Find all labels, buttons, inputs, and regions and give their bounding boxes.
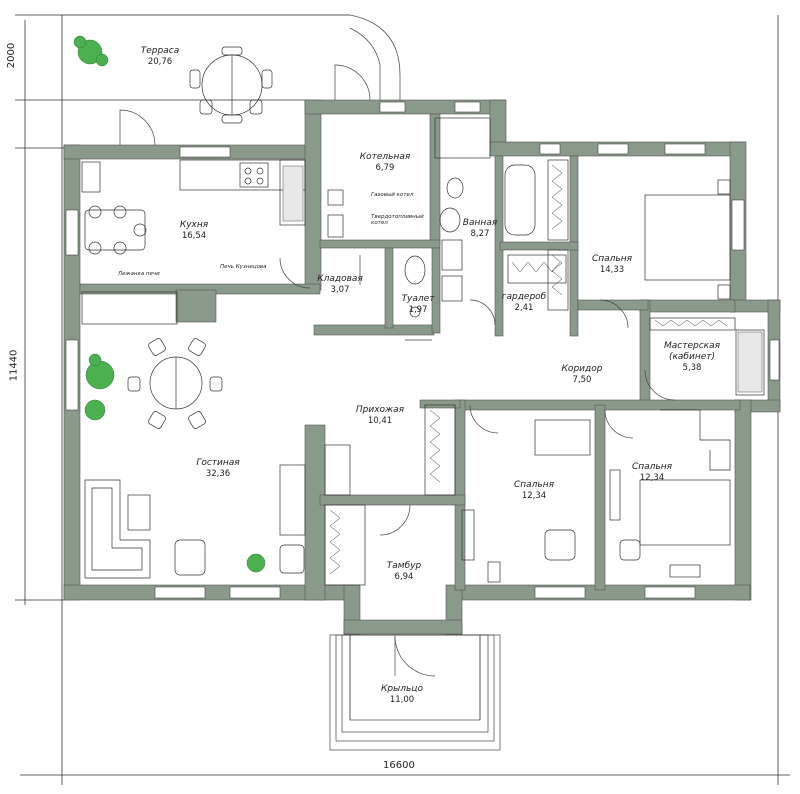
room-name: Кладовая [317, 274, 363, 284]
room-name: Крыльцо [381, 684, 423, 694]
room-area: 12,34 [639, 472, 665, 483]
room-name: гардероб [501, 292, 547, 302]
room-corridor: Коридор 7,50 [562, 364, 603, 385]
room-name: Гостиная [196, 458, 240, 468]
room-area: 5,38 [682, 362, 702, 373]
room-area: 12,34 [521, 490, 547, 501]
room-name: Терраса [140, 46, 180, 56]
room-name: Котельная [359, 152, 411, 162]
room-bedroom-3: Спальня 12,34 [632, 462, 672, 483]
room-kitchen: Кухня 16,54 [180, 220, 208, 241]
room-area: 7,50 [572, 374, 592, 385]
porch-steps [329, 634, 501, 751]
room-toilet: Туалет 1,97 [402, 294, 435, 315]
room-area: 16,54 [181, 230, 207, 241]
overall-depth-dimension: 11440 [8, 349, 20, 382]
room-name: Спальня [591, 254, 633, 264]
room-living: Гостиная 32,36 [196, 458, 239, 479]
room-name: Спальня [631, 462, 673, 472]
room-name: Кухня [179, 220, 209, 230]
room-area: 6,79 [375, 162, 395, 173]
terrace-depth-dimension: 2000 [6, 42, 18, 69]
room-workshop: Мастерская (кабинет) 5,38 [652, 341, 732, 373]
plants [73, 35, 266, 573]
room-terrace: Терраса 20,76 [141, 46, 179, 67]
room-name: Ванная [462, 218, 498, 228]
room-boiler: Котельная 6,79 [360, 152, 411, 173]
stone-blocks [282, 165, 763, 393]
room-area: 8,27 [470, 228, 490, 239]
room-vestibule: Тамбур 6,94 [387, 561, 421, 582]
note-stove: Печь Кузнецова [220, 264, 267, 270]
room-area: 32,36 [205, 468, 231, 479]
room-area: 3,07 [330, 284, 350, 295]
furniture [81, 46, 765, 586]
room-area: 1,97 [408, 304, 428, 315]
room-area: 11,00 [389, 694, 415, 705]
room-area: 6,94 [394, 571, 414, 582]
room-area: 2,41 [514, 302, 534, 313]
room-area: 14,33 [599, 264, 625, 275]
dimension-lines [15, 14, 790, 785]
room-name: Прихожая [355, 405, 405, 415]
room-area: 10,41 [367, 415, 393, 426]
note-gas-boiler: Газовый котел [371, 192, 414, 198]
room-porch: Крыльцо 11,00 [381, 684, 423, 705]
room-bedroom-2: Спальня 12,34 [514, 480, 554, 501]
overall-width-dimension: 16600 [383, 760, 415, 771]
note-stove-bench: Лежанка печи [118, 271, 160, 277]
room-bedroom-1: Спальня 14,33 [592, 254, 632, 275]
room-wardrobe: гардероб 2,41 [502, 292, 547, 313]
doors [119, 64, 676, 677]
wardrobe-hatching [329, 164, 728, 575]
room-name: Коридор [561, 364, 603, 374]
room-name: Спальня [513, 480, 555, 490]
room-bath: Ванная 8,27 [463, 218, 497, 239]
room-name: Мастерская (кабинет) [663, 341, 721, 362]
terrace-outline [62, 14, 401, 100]
room-hall: Прихожая 10,41 [356, 405, 404, 426]
room-name: Тамбур [386, 561, 422, 571]
room-name: Туалет [401, 294, 435, 304]
room-area: 20,76 [147, 56, 173, 67]
note-solid-fuel-boiler: Твердотопливный котел [371, 214, 424, 226]
room-pantry: Кладовая 3,07 [317, 274, 363, 295]
windows [65, 101, 780, 599]
